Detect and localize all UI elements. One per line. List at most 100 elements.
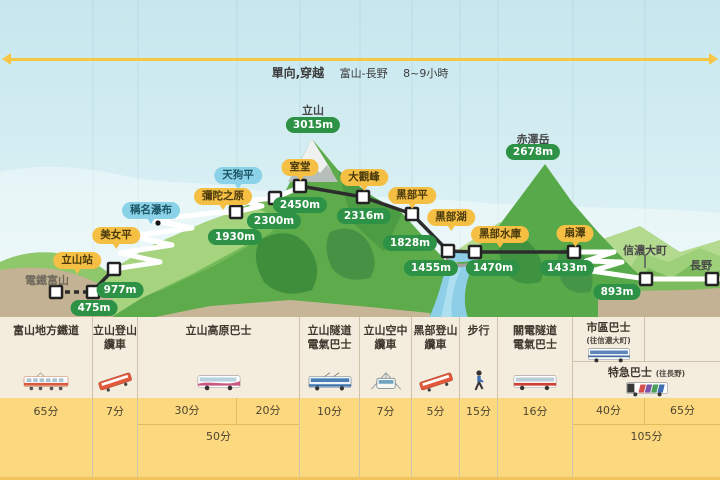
funicular-icon — [414, 369, 458, 393]
transport-label: 市區巴士 — [586, 321, 631, 334]
travel-time-cell: 5分 — [412, 398, 459, 480]
peak-label: 立山 — [302, 104, 324, 117]
segment-time: 7分 — [376, 405, 395, 418]
transport-column: 黑部登山纜車 5分 — [412, 317, 460, 480]
route-duration-label: 8~9小時 — [403, 67, 449, 80]
transport-column: 立山高原巴士 30分 20分 50分 — [138, 317, 300, 480]
elevation-pill: 893m — [593, 284, 641, 300]
city-bus-header: 市區巴士(往信濃大町) — [573, 317, 645, 363]
station-pill: 黑部水庫 — [471, 226, 529, 247]
akasawadake-range — [410, 164, 664, 318]
transport-column: 關電隧道電氣巴士 16分 — [498, 317, 573, 480]
transport-header: 立山隧道電氣巴士 — [300, 317, 359, 398]
segment-time: 65分 — [33, 405, 59, 418]
transport-header: 富山地方鐵道 — [0, 317, 92, 398]
route-summary: 單向,穿越 富山-長野 8~9小時 — [0, 64, 720, 81]
highland-bus-icon — [194, 369, 244, 393]
express-bus-header: 特急巴士 (往長野) — [573, 362, 720, 397]
elevation-pill: 2316m — [336, 208, 392, 224]
transport-label: 黑部登山纜車 — [413, 324, 458, 351]
city-label: 長野 — [690, 259, 712, 272]
transport-label: 立山隧道電氣巴士 — [307, 324, 352, 351]
peak-elevation-pill: 3015m — [285, 117, 341, 133]
segment-time: 20分 — [255, 404, 281, 417]
segment-time: 40分 — [573, 398, 645, 424]
transport-column: 立山空中纜車 7分 — [360, 317, 412, 480]
route-span-arrow — [2, 53, 718, 65]
mid-shore — [150, 300, 430, 318]
travel-time-cell: 7分 — [93, 398, 137, 480]
transport-header: 立山登山纜車 — [93, 317, 137, 398]
ropeway-icon — [364, 369, 408, 393]
tunnel-ropeway-segments — [299, 184, 574, 254]
trolley-bus-icon — [305, 369, 355, 393]
transport-label: 特急巴士 (往長野) — [607, 366, 686, 379]
funicular-icon — [93, 369, 137, 393]
travel-time-cell: 7分 — [360, 398, 411, 480]
transport-sublabel: (往信濃大町) — [586, 335, 631, 345]
elevation-pill: 475m — [70, 300, 118, 316]
segment-time: 30分 — [138, 398, 237, 424]
travel-time-cell: 65分 — [0, 398, 92, 480]
station-pill: 彌陀之原 — [194, 188, 252, 209]
total-time: 50分 — [206, 430, 231, 443]
transport-label: 富山地方鐵道 — [13, 324, 79, 337]
elevation-pill: 1828m — [382, 235, 438, 251]
transport-label: 關電隧道電氣巴士 — [513, 324, 557, 351]
station-pill: 大觀峰 — [340, 169, 388, 190]
transport-label: 立山高原巴士 — [185, 324, 252, 337]
local-train-icon — [21, 369, 71, 393]
elevation-pill: 1470m — [465, 260, 521, 276]
segment-time: 7分 — [106, 405, 124, 418]
travel-time-cell: 40分 65分 105分 — [573, 398, 720, 480]
route-type-label: 單向,穿越 — [271, 66, 325, 80]
transport-header: 市區巴士(往信濃大町) 特急巴士 (往長野) — [573, 317, 720, 398]
transport-table: 富山地方鐵道 65分 立山登山纜車 7分 立山高原巴士 30分 20分 50分 立山隧道電氣巴士… — [0, 317, 720, 480]
transport-header: 步行 — [460, 317, 497, 398]
segment-time: 15分 — [466, 405, 491, 418]
table-bottom-strip — [0, 477, 720, 480]
waterfall-dot — [155, 220, 161, 226]
total-time: 105分 — [630, 430, 663, 443]
transport-column: 立山登山纜車 7分 — [93, 317, 138, 480]
segment-time: 5分 — [426, 405, 445, 418]
elevation-pill: 1930m — [207, 229, 263, 245]
transport-header: 立山空中纜車 — [360, 317, 411, 398]
station-pill: 黑部湖 — [427, 209, 475, 230]
peak-label: 赤澤岳 — [516, 133, 550, 146]
elevation-pill: 1433m — [539, 260, 595, 276]
landmark-pill: 天狗平 — [214, 167, 262, 188]
express-bus-icon — [622, 380, 672, 402]
transport-header: 黑部登山纜車 — [412, 317, 459, 398]
elevation-pill: 2450m — [272, 197, 328, 213]
elevation-pill: 2300m — [246, 213, 302, 229]
peak-elevation-pill: 2678m — [505, 144, 561, 160]
travel-time-cell: 15分 — [460, 398, 497, 480]
station-pill: 室堂 — [281, 159, 319, 180]
station-pill: 立山站 — [53, 252, 101, 273]
electric-bus-icon — [510, 369, 560, 393]
transport-column: 富山地方鐵道 65分 — [0, 317, 93, 480]
transport-label: 立山空中纜車 — [363, 324, 408, 351]
transport-label: 立山登山纜車 — [93, 324, 137, 351]
transport-header: 關電隧道電氣巴士 — [498, 317, 572, 398]
segment-time: 65分 — [670, 404, 695, 417]
transport-column: 步行 15分 — [460, 317, 498, 480]
city-label: 信濃大町 — [623, 244, 667, 257]
segment-time: 10分 — [317, 405, 342, 418]
segment-time: 16分 — [522, 405, 548, 418]
elevation-pill: 1455m — [403, 260, 459, 276]
landmark-pill: 稱名瀑布 — [122, 202, 180, 223]
travel-time-cell: 16分 — [498, 398, 572, 480]
station-pill: 黑部平 — [388, 187, 436, 208]
travel-time-cell: 10分 — [300, 398, 359, 480]
elevation-pill: 977m — [96, 282, 144, 298]
transport-column: 市區巴士(往信濃大町) 特急巴士 (往長野) 40分 65分 105分 — [573, 317, 720, 480]
transport-label: 步行 — [467, 324, 490, 337]
city-bus-icon — [584, 346, 634, 368]
station-pill: 扇澤 — [556, 225, 594, 246]
city-label: 電鐵富山 — [25, 274, 69, 287]
transport-header: 立山高原巴士 — [138, 317, 299, 398]
